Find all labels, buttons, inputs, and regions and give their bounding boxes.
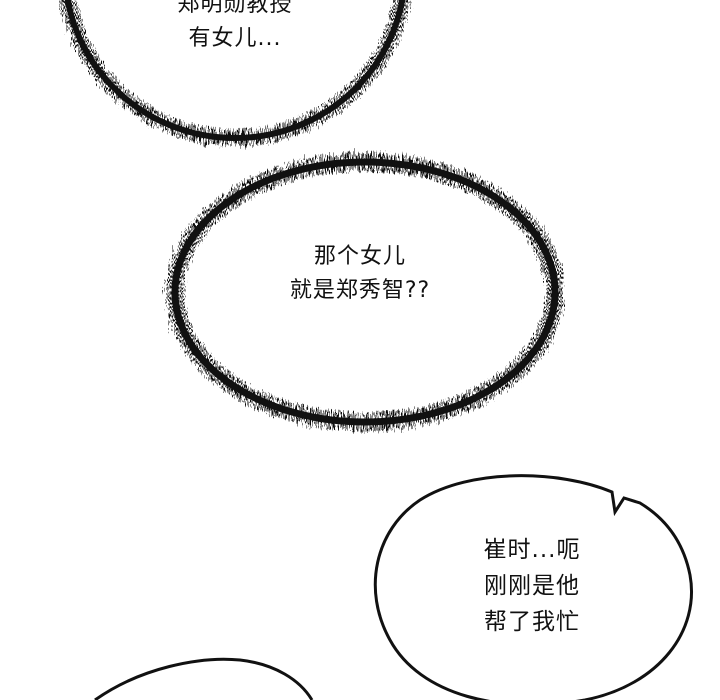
- thought-bubble-2-ring: [166, 153, 564, 431]
- thought-bubble-1-ring: [59, 0, 411, 146]
- speech-bubble-1-text: 崔时...呃 刚刚是他 帮了我忙: [483, 537, 581, 635]
- speech-bubble-1: [373, 474, 693, 700]
- speech-bubble-2-partial: [94, 657, 314, 700]
- thought-bubble-2-text: 那个女儿 就是郑秀智??: [289, 244, 431, 303]
- thought-bubble-1-text: 郑明勋教授 有女儿...: [177, 0, 293, 51]
